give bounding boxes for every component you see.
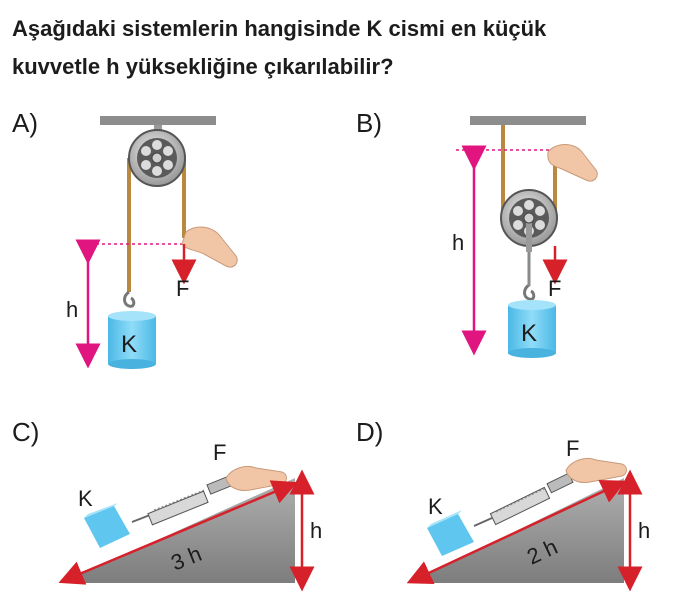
force-label: F <box>176 276 189 301</box>
question-line-2: kuvvetle h yüksekliğine çıkarılabilir? <box>12 54 394 79</box>
height-label: h <box>310 518 322 543</box>
option-a-figure: h K F <box>66 116 238 369</box>
block-k-label: K <box>121 331 137 358</box>
length-arrow <box>406 479 627 585</box>
ceiling-bar <box>100 116 216 125</box>
option-c-figure: K F 3 h h <box>58 440 322 592</box>
option-d-letter[interactable]: D) <box>356 417 384 447</box>
option-a-letter[interactable]: A) <box>12 108 38 138</box>
height-label: h <box>66 297 78 322</box>
height-label: h <box>638 518 650 543</box>
hand-icon <box>181 226 238 268</box>
hook <box>123 290 136 308</box>
question-text: Aşağıdaki sistemlerin hangisinde K cismi… <box>12 10 672 86</box>
hook <box>523 283 536 301</box>
pulley-wheel <box>128 129 186 187</box>
option-d-figure: K F 2 h h <box>406 436 650 592</box>
block-k-label: K <box>428 494 443 519</box>
option-b-figure: h K F <box>452 116 598 358</box>
hand-icon <box>565 457 627 483</box>
question-line-1: Aşağıdaki sistemlerin hangisinde K cismi… <box>12 16 547 41</box>
option-c-letter[interactable]: C) <box>12 417 40 447</box>
force-label: F <box>213 440 226 465</box>
pulley-wheel <box>500 189 558 252</box>
block-k <box>108 311 156 369</box>
length-arrow <box>58 480 298 585</box>
block-k-label: K <box>78 486 93 511</box>
ceiling-bar <box>470 116 586 125</box>
block-k <box>508 300 556 358</box>
block-k-label: K <box>521 320 537 347</box>
hand-icon <box>547 144 598 182</box>
force-label: F <box>566 436 579 461</box>
option-b-letter[interactable]: B) <box>356 108 382 138</box>
height-label: h <box>452 230 464 255</box>
force-label: F <box>548 276 561 301</box>
